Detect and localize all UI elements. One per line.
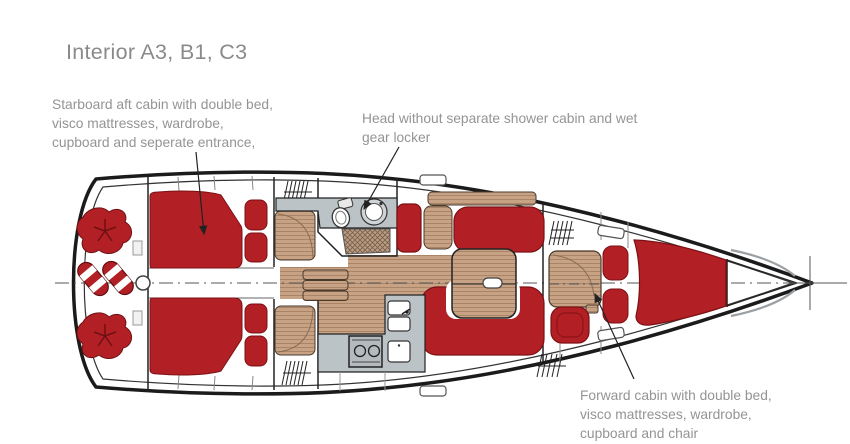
bow-rail-top [730, 248, 796, 277]
bed-pillow [244, 303, 268, 334]
v-berth-double-bed [633, 239, 727, 326]
burner [353, 344, 367, 358]
annotation-head-line2: gear locker [362, 130, 431, 145]
transom-step-bottom [132, 310, 143, 326]
icebox-latch [397, 344, 401, 347]
companionway-steps [302, 269, 349, 301]
forward-cabin-leader-line [594, 292, 635, 380]
fender-right [102, 260, 134, 296]
toilet [331, 197, 354, 229]
anchor-locker-walls [726, 259, 798, 307]
forward-cabin [536, 220, 727, 378]
aft-double-bed-bottom [149, 297, 243, 376]
bed-pillow [244, 199, 268, 231]
settee-corner-seat [396, 203, 422, 253]
deck-hatch [597, 224, 625, 240]
galley-sink [387, 316, 411, 332]
door-swing-arc [277, 213, 314, 259]
anchor-locker [726, 248, 847, 318]
annotation-aft-cabin-line3: cupboard and seperate entrance, [52, 135, 256, 150]
burner [367, 344, 381, 358]
annotation-forward-cabin-line2: visco mattresses, wardrobe, [580, 407, 752, 422]
galley-faucet-base [405, 310, 409, 314]
aft-cabin-leader-line [195, 151, 208, 236]
annotation-forward-cabin-line1: Forward cabin with double bed, [580, 388, 772, 403]
chair-cushion-line [556, 312, 584, 338]
annotation-head: Head without separate shower cabin and w… [362, 109, 692, 147]
salon [396, 191, 545, 356]
aft-cabin-starboard [149, 180, 316, 269]
deck-hatch [597, 326, 625, 342]
annotation-aft-cabin: Starboard aft cabin with double bed, vis… [52, 95, 322, 152]
shower-grate [341, 228, 391, 255]
cabin-chair [550, 306, 590, 344]
annotation-forward-cabin: Forward cabin with double bed, visco mat… [580, 386, 830, 443]
head-leader-line [363, 146, 400, 211]
galley-sink [387, 300, 411, 316]
deck-inner-line [83, 179, 795, 387]
chart-desk [548, 250, 602, 308]
table-handle [482, 277, 503, 289]
bed-pillow [244, 335, 268, 367]
desk-tab [585, 304, 599, 314]
seat-cushion-bottom [76, 312, 132, 359]
washbasin [360, 198, 388, 226]
transom-step-top [132, 240, 143, 256]
bed-pillow [602, 288, 629, 324]
cupboard-bottom [274, 305, 316, 356]
bow-crosshair [792, 256, 847, 310]
door-swing-arc [277, 307, 314, 353]
wardrobe-symbol-forward-bottom [536, 353, 566, 378]
annotation-head-line1: Head without separate shower cabin and w… [362, 111, 638, 126]
deck-hatch [419, 174, 447, 186]
galley [317, 294, 426, 391]
bed-pillow [602, 245, 629, 281]
door-swing-arc [552, 254, 595, 297]
stove-grate-bars [352, 339, 380, 363]
page-title: Interior A3, B1, C3 [66, 40, 248, 64]
aft-double-bed-top [149, 190, 243, 269]
annotation-aft-cabin-line2: visco mattresses, wardrobe, [52, 116, 224, 131]
aft-cabin-port [149, 297, 316, 386]
wardrobe-symbol-aft-bottom [281, 360, 311, 386]
transom-fitting [135, 275, 151, 291]
fender-left [77, 261, 109, 297]
annotation-forward-cabin-line3: cupboard and chair [580, 426, 699, 441]
bow-rail-bottom [730, 289, 796, 318]
seat-cushion-top [76, 207, 132, 254]
icebox [387, 340, 411, 363]
leader-lines [195, 146, 635, 380]
bed-pillow [244, 232, 268, 263]
galley-cabinet-dividers [339, 372, 386, 391]
wardrobe-symbol-forward-top [548, 220, 574, 246]
settee-shelf [427, 191, 537, 206]
transom-area [76, 207, 151, 359]
faucet [379, 201, 383, 206]
deck-hatches [419, 174, 625, 397]
settee-side-panel [423, 205, 453, 250]
settee-starboard [453, 206, 545, 253]
deck-hatch [419, 385, 447, 397]
annotation-aft-cabin-line1: Starboard aft cabin with double bed, [52, 97, 273, 112]
